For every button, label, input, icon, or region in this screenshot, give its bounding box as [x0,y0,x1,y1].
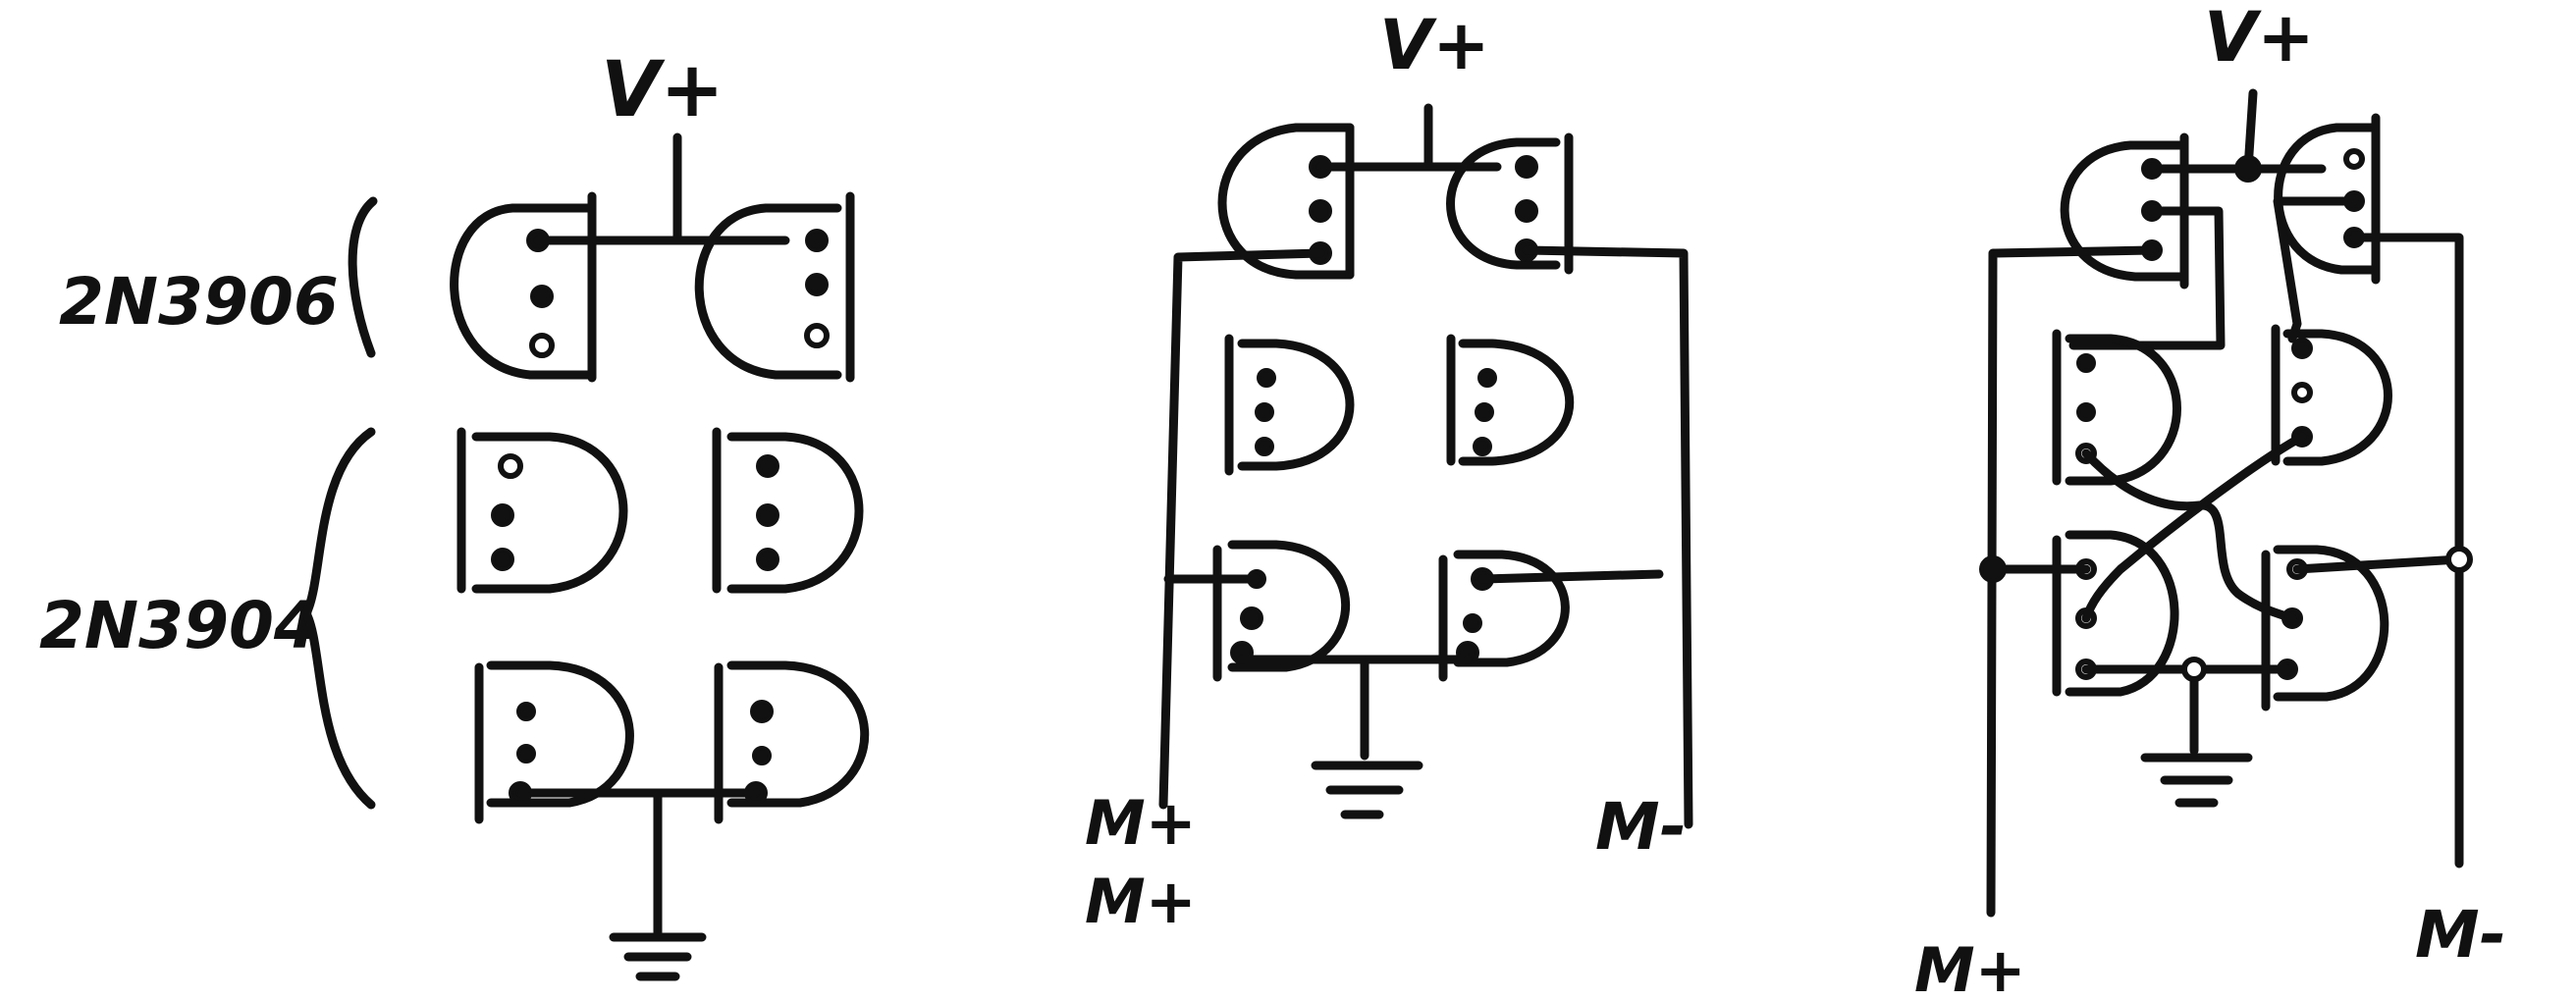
pnp-group-brace [348,196,378,358]
panel-basic-wiring: V+ M+ M+ M- [1085,5,1693,937]
npn-transistor-upper-right [2271,324,2392,466]
motor-plus-junction-dot [1979,555,2007,583]
ground-symbol [2140,753,2253,808]
npn-transistor-lower-right [714,660,870,824]
vplus-wire [2147,88,2327,174]
motor-plus-label: M+ [1914,934,2026,1001]
pnp-transistor-left [450,191,597,383]
right-emitter-link [2292,554,2464,574]
ground-junction-dot [2181,657,2207,682]
motor-minus-wire [2349,233,2464,869]
ground-wire [2081,664,2292,756]
npn-transistor-upper-left [456,427,628,594]
vplus-junction-dot [2234,155,2262,183]
motor-plus-label: M+ [1085,787,1197,859]
ground-symbol [609,932,707,981]
ground-wire [515,788,761,937]
ground-wire [1237,655,1473,761]
panel-parts-layout: V+ 2N3906 2N3904 [39,46,870,981]
npn-transistor-upper-left [2052,329,2181,486]
pnp-transistor-right [694,191,855,383]
npn-transistor-upper-right [1446,334,1575,466]
npn-part-label: 2N3904 [39,588,319,663]
motor-minus-label: M- [1595,789,1687,865]
npn-transistor-upper-right [712,427,864,594]
vplus-label: V+ [1379,5,1490,85]
vplus-wire [1315,103,1502,172]
npn-transistor-lower-right [2261,545,2389,711]
pnp-part-label: 2N3906 [59,264,339,340]
motor-plus-wire [1986,245,2157,918]
ground-symbol [1311,761,1423,819]
motor-minus-label: M- [2415,897,2506,973]
npn-transistor-upper-left [1224,334,1355,476]
cross-wire-left-to-right [2081,448,2297,623]
vplus-label: V+ [601,46,724,134]
motor-minus-junction-dot [2445,546,2473,573]
vplus-wire [533,132,790,245]
panel-full-wiring: V+ M+ M- [1914,0,2506,1001]
cross-wire-right-to-left [2081,432,2307,623]
npn-group-brace [301,427,376,810]
motor-minus-wire [1522,245,1693,829]
vplus-label: V+ [2204,0,2315,78]
motor-plus-label-repeat: M+ [1085,866,1197,937]
right-emitter-link [1477,569,1664,584]
motor-plus-wire [1158,248,1325,810]
